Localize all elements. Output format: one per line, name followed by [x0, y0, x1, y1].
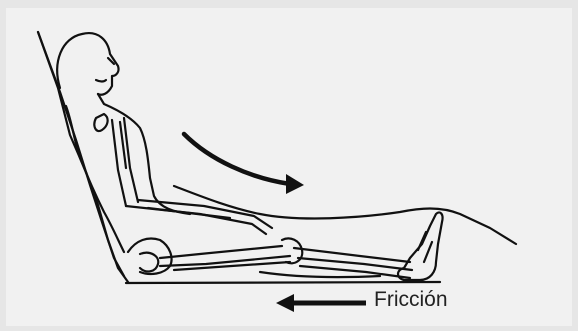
- friction-label: Fricción: [374, 288, 448, 312]
- hand-outline: [140, 253, 158, 272]
- forearm: [126, 200, 272, 234]
- curved-arrow-right-icon: [184, 134, 304, 194]
- arrow-left-icon: [276, 294, 366, 312]
- torso-outline: [98, 94, 190, 214]
- thigh-top-outline: [174, 186, 516, 244]
- pelvis-outline: [128, 239, 172, 275]
- foot-detail: [418, 232, 432, 262]
- shoulder-detail: [94, 114, 107, 131]
- knee-outline: [282, 238, 302, 263]
- seat-floor-line: [126, 282, 440, 283]
- head-outline: [57, 33, 118, 95]
- thigh-bones: [160, 246, 290, 270]
- upper-arm: [112, 118, 138, 206]
- seat-backrest: [38, 32, 128, 282]
